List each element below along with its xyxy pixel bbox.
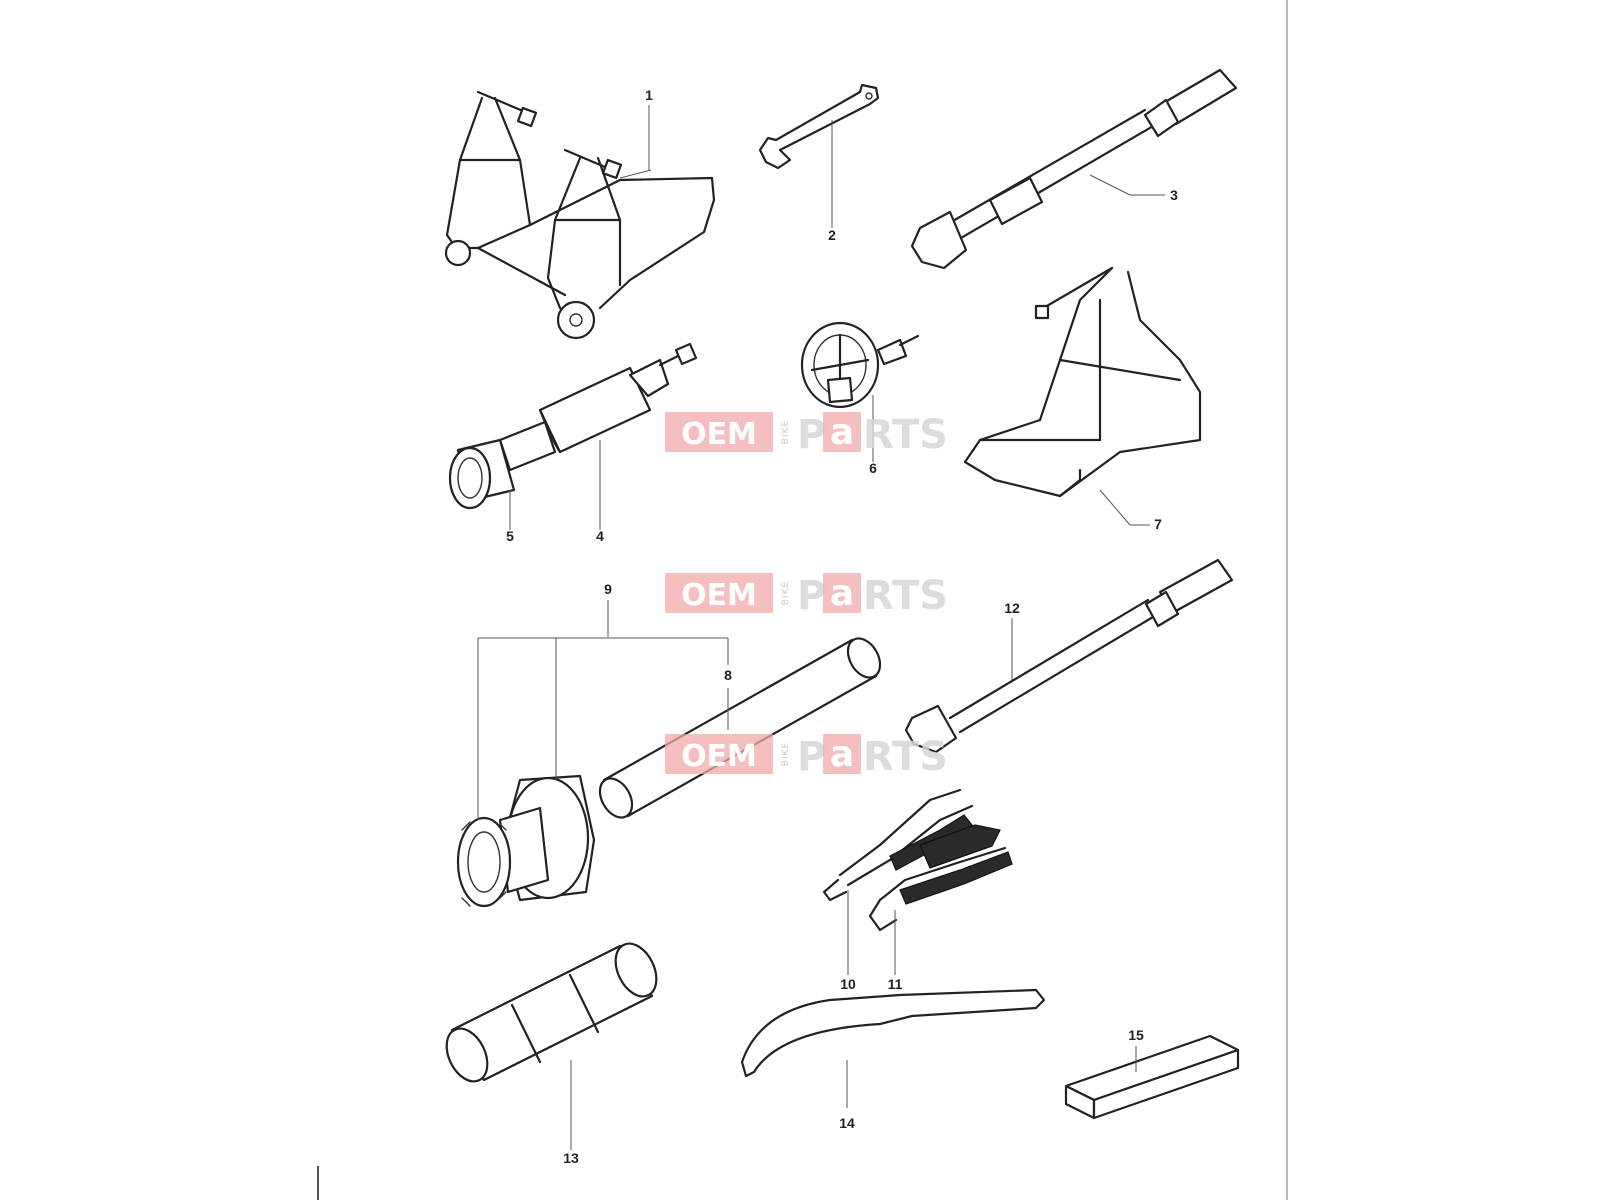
callout-4: 4 [596, 528, 604, 544]
part-13-sleeve [445, 942, 658, 1083]
callout-15: 15 [1128, 1027, 1144, 1043]
callout-1: 1 [645, 87, 653, 103]
svg-text:BIKE: BIKE [781, 581, 791, 605]
svg-text:P: P [797, 412, 826, 458]
part-8-tube [598, 637, 882, 819]
watermark-logo-1: OEM BIKE P a RTS [665, 412, 948, 458]
part-4-puller [498, 342, 698, 472]
callout-labels: 1 2 3 4 5 6 7 8 9 10 11 12 13 14 15 [506, 87, 1178, 1166]
part-2-pin-wrench [758, 83, 880, 170]
svg-text:RTS: RTS [863, 412, 948, 458]
part-14-hook-wrench [740, 988, 1046, 1078]
watermark-logo-3: OEM BIKE P a RTS [665, 734, 948, 780]
callout-5: 5 [506, 528, 514, 544]
part-15-bar [1064, 1034, 1240, 1120]
callout-2: 2 [828, 227, 836, 243]
svg-text:P: P [797, 734, 826, 780]
part-3-drift-tool [910, 68, 1238, 270]
svg-text:BIKE: BIKE [781, 420, 791, 444]
part-1-rear-stand [444, 90, 716, 340]
part-9-hub-assembly [456, 774, 596, 908]
callout-11: 11 [888, 976, 903, 992]
callout-7: 7 [1154, 516, 1162, 532]
leader-lines [477, 105, 1165, 1150]
svg-text:OEM: OEM [681, 417, 757, 452]
part-6-bearing-puller [800, 321, 920, 409]
callout-9: 9 [604, 581, 612, 597]
watermark-logo-2: OEM BIKE P a RTS [665, 573, 948, 619]
svg-text:OEM: OEM [681, 739, 757, 774]
svg-text:a: a [830, 573, 854, 614]
callout-6: 6 [869, 460, 877, 476]
callout-12: 12 [1004, 600, 1020, 616]
svg-text:OEM: OEM [681, 578, 757, 613]
part-5-ring-adapter [448, 438, 516, 510]
callout-10: 10 [840, 976, 856, 992]
svg-text:a: a [830, 412, 854, 453]
svg-text:BIKE: BIKE [781, 742, 791, 766]
svg-text:P: P [797, 573, 826, 619]
svg-text:RTS: RTS [863, 734, 948, 780]
callout-8: 8 [724, 667, 732, 683]
part-7-front-stand [963, 266, 1202, 498]
callout-3: 3 [1170, 187, 1178, 203]
callout-13: 13 [563, 1150, 579, 1166]
svg-text:RTS: RTS [863, 573, 948, 619]
svg-text:a: a [830, 734, 854, 775]
part-12-drift-tool [904, 558, 1234, 754]
part-10-11-pliers [822, 788, 1013, 932]
callout-14: 14 [839, 1115, 855, 1131]
